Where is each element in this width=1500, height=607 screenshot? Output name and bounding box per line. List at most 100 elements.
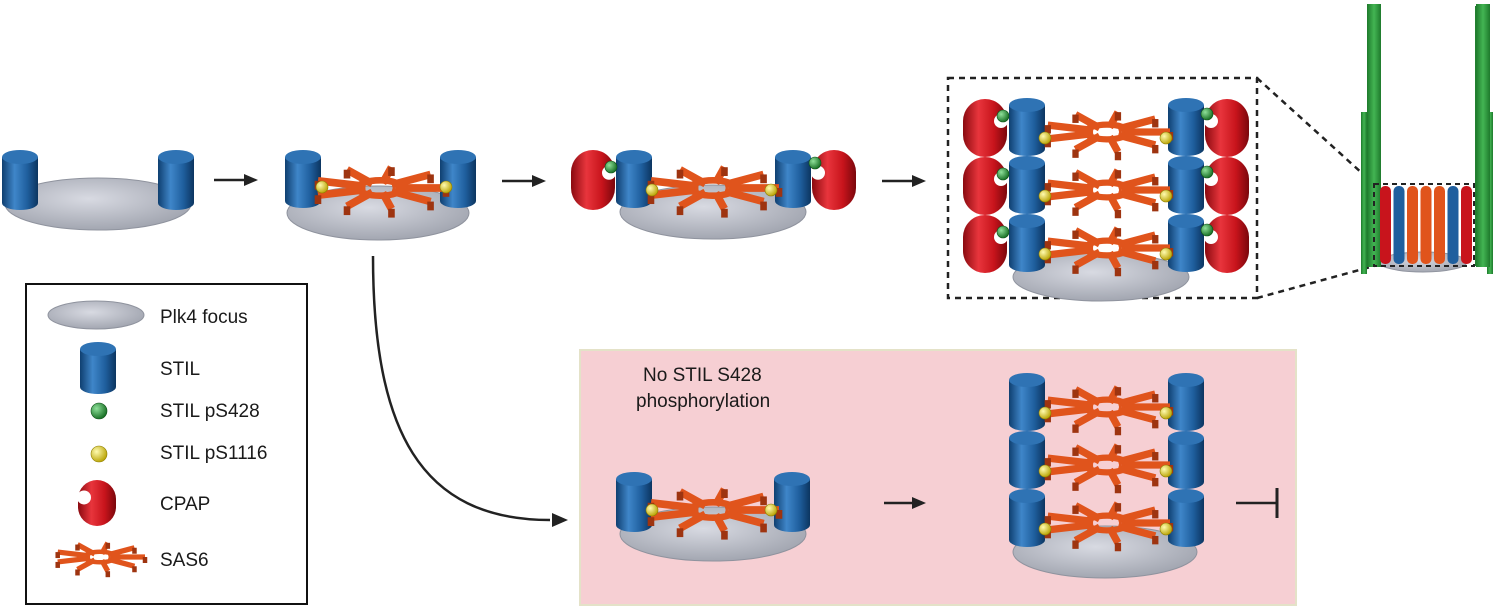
plk4-focus-legend-icon [47,300,145,330]
cpap-capsule [963,215,1008,273]
stil-ps1116-sphere [764,183,778,197]
stil-top [285,150,321,164]
stil-ps1116-sphere [1159,464,1173,478]
stil-top [775,150,811,164]
stil-ps1116-sphere [90,445,108,463]
stil-top [1009,373,1045,387]
cpap-body [963,215,1007,273]
stil-body [1009,496,1045,547]
sas6-hub [687,498,739,521]
stil-ps428-sphere [996,225,1010,239]
stage-5-centriole-elongation [1361,4,1493,274]
stil-body [1009,221,1045,272]
sas6-hub [1082,237,1132,259]
cpap-body [963,99,1007,157]
stil-ps1116-sphere [1038,247,1052,261]
stil-cylinder [616,150,652,208]
cpap-body [1205,215,1249,273]
stil-body [1168,163,1204,214]
stil-ps1116-sphere [645,183,659,197]
cpap-capsule [963,99,1008,157]
legend-box [25,283,308,605]
stil-body [158,157,194,210]
stil-ps1116-sphere [315,180,329,194]
zoom-connector-bottom [1256,264,1375,300]
stil-ps428-sphere [90,402,108,420]
stil-cylinder [1168,98,1204,156]
stil-ps1116-sphere [1038,522,1052,536]
legend-label-ps1116: STIL pS1116 [160,443,267,464]
stil-top [616,150,652,164]
sas6-cartwheel [1044,110,1174,161]
centriole-wall-stripe [1380,186,1391,264]
stacked-layer [963,98,1249,161]
stil-body [1168,438,1204,489]
microtubule [1367,4,1381,267]
stil-ps1116-sphere [439,180,453,194]
stil-cylinder [1009,489,1045,547]
stil-cylinder [1009,98,1045,156]
branch-arrow-head [552,513,568,527]
stil-ps1116-sphere [1038,131,1052,145]
stil-ps428-sphere [996,109,1010,123]
sas6-hub [1082,179,1132,201]
stil-top [1009,156,1045,170]
arrow-head [532,175,546,187]
stalled-layer [1009,431,1204,494]
stacked-layer [963,156,1249,219]
stil-cylinder [1009,214,1045,272]
centriole-wall-stripe [1393,186,1405,264]
panel-caption-line2: phosphorylation [636,391,770,412]
stil-ps428-sphere [1200,223,1214,237]
stil-top [1168,98,1204,112]
stil-ps428-sphere [808,156,822,170]
legend-label-stil: STIL [160,359,200,380]
centriole-wall-stripe [1461,186,1472,264]
stil-body [616,157,652,208]
stil-cylinder [2,150,38,210]
stil-ps428-sphere [1200,165,1214,179]
centriole-wall-stripe [1420,186,1432,264]
sas6-hub [1082,121,1132,143]
stil-cylinder [1168,156,1204,214]
stil-cylinder [1009,431,1045,489]
inhibited-stage-2 [1009,373,1204,579]
legend-label-sas6: SAS6 [160,550,209,571]
stil-top [80,342,116,356]
right-arrow-icon [502,175,546,187]
stil-cylinder [774,472,810,532]
pathway-branch-arrow [371,255,568,527]
cpap-capsule [571,150,616,210]
t-bar-inhibition-icon [1236,488,1279,518]
centriole-wall-stripe [1407,186,1418,264]
stil-cylinder [1009,373,1045,431]
stil-body [2,157,38,210]
sas6-cartwheel [1044,501,1174,552]
sas6-cartwheel [55,541,148,578]
stil-ps1116-sphere [1038,406,1052,420]
inhibited-stage-1 [616,472,926,562]
right-arrow-icon [884,497,926,509]
right-arrow-icon [882,175,926,187]
stil-body [616,479,652,532]
stacked-layer [963,214,1249,277]
stil-cylinder [616,472,652,532]
microtubule [1476,4,1490,267]
stil-body [1168,380,1204,431]
stil-body [1009,163,1045,214]
stil-top [1168,489,1204,503]
plk4-focus [1012,525,1198,579]
stil-body [1168,496,1204,547]
stil-top [440,150,476,164]
sas6-cartwheel [647,487,783,540]
sas6-cartwheel [1044,443,1174,494]
stil-cylinder [1168,214,1204,272]
cpap-body [1205,157,1249,215]
stil-cylinder [1168,373,1204,431]
cpap-capsule [1204,157,1249,215]
stil-ps428-sphere [604,160,618,174]
stil-body [1168,105,1204,156]
cpap-body [571,150,615,210]
stil-cylinder [1168,489,1204,547]
right-arrow-icon [214,174,258,186]
